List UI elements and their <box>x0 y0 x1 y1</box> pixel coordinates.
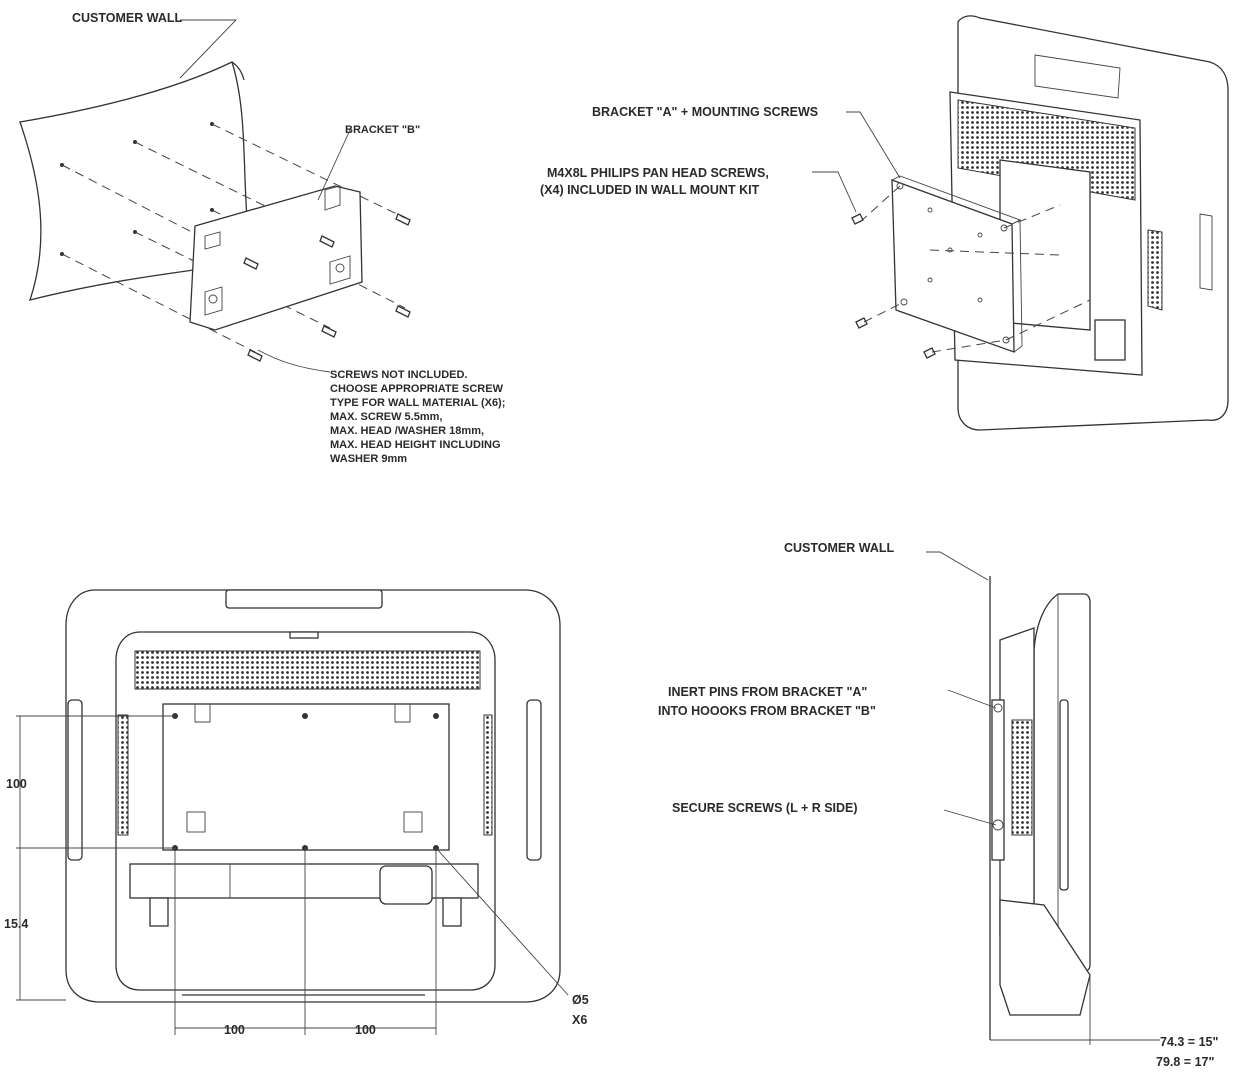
rear-view-dimensions <box>16 715 569 1035</box>
side-view: CUSTOMER WALL INERT PINS FROM BRACKET "A… <box>658 541 1218 1069</box>
m4-screws <box>851 213 936 359</box>
m4-screws-label-line-2: (X4) INCLUDED IN WALL MOUNT KIT <box>540 183 760 197</box>
screws-note-line-4: MAX. SCREW 5.5mm, <box>330 411 442 423</box>
screws-note-line-5: MAX. HEAD /WASHER 18mm, <box>330 425 484 437</box>
depth-15-label: 74.3 = 15" <box>1160 1035 1218 1049</box>
pins-label-line-1: INERT PINS FROM BRACKET "A" <box>668 685 867 699</box>
bracket-b-label: BRACKET "B" <box>345 124 420 136</box>
side-depth-dimension <box>990 975 1160 1045</box>
screws-note-line-6: MAX. HEAD HEIGHT INCLUDING <box>330 439 501 451</box>
bracket-a-label: BRACKET "A" + MOUNTING SCREWS <box>592 105 818 119</box>
dim-horizontal-100-right: 100 <box>355 1023 376 1037</box>
side-customer-wall-leader <box>926 551 989 581</box>
side-customer-wall-label: CUSTOMER WALL <box>784 541 895 555</box>
pins-leader <box>947 689 997 709</box>
screws-note-line-1: SCREWS NOT INCLUDED. <box>330 369 468 381</box>
wall-screws <box>243 213 411 362</box>
secure-screws-label: SECURE SCREWS (L + R SIDE) <box>672 801 858 815</box>
monitor-bracket-view: BRACKET "A" + MOUNTING SCREWS M4X8L PHIL… <box>540 15 1229 431</box>
screws-note-line-3: TYPE FOR WALL MATERIAL (X6); <box>330 397 505 409</box>
bracket-b-plate <box>189 185 363 331</box>
depth-17-label: 79.8 = 17" <box>1156 1055 1214 1069</box>
wall-mount-exploded-view: CUSTOMER WALL BRACKET "B" SCREWS NOT INC… <box>19 11 505 465</box>
dim-vertical-15-4: 15.4 <box>4 917 28 931</box>
customer-wall-leader <box>179 19 238 79</box>
dim-horizontal-100-left: 100 <box>224 1023 245 1037</box>
bracket-a-leader <box>846 111 901 179</box>
bracket-b-leader <box>317 129 351 201</box>
screws-note-line-7: WASHER 9mm <box>330 453 407 465</box>
m4-screws-leader <box>812 171 857 213</box>
screws-note-line-2: CHOOSE APPROPRIATE SCREW <box>330 383 504 395</box>
bracket-a-screw-axes <box>859 185 1091 353</box>
pins-label-line-2: INTO HOOOKS FROM BRACKET "B" <box>658 704 876 718</box>
rear-mounting-plate <box>162 703 450 851</box>
hole-diameter-label: Ø5 <box>572 993 589 1007</box>
customer-wall-label: CUSTOMER WALL <box>72 11 183 25</box>
hole-count-label: X6 <box>572 1013 587 1027</box>
rear-view: 100 15.4 100 100 Ø5 X6 <box>4 589 589 1037</box>
screws-note-leader <box>257 349 331 373</box>
m4-screws-label-line-1: M4X8L PHILIPS PAN HEAD SCREWS, <box>547 166 769 180</box>
secure-screws-leader <box>943 809 997 826</box>
dim-vertical-100: 100 <box>6 777 27 791</box>
